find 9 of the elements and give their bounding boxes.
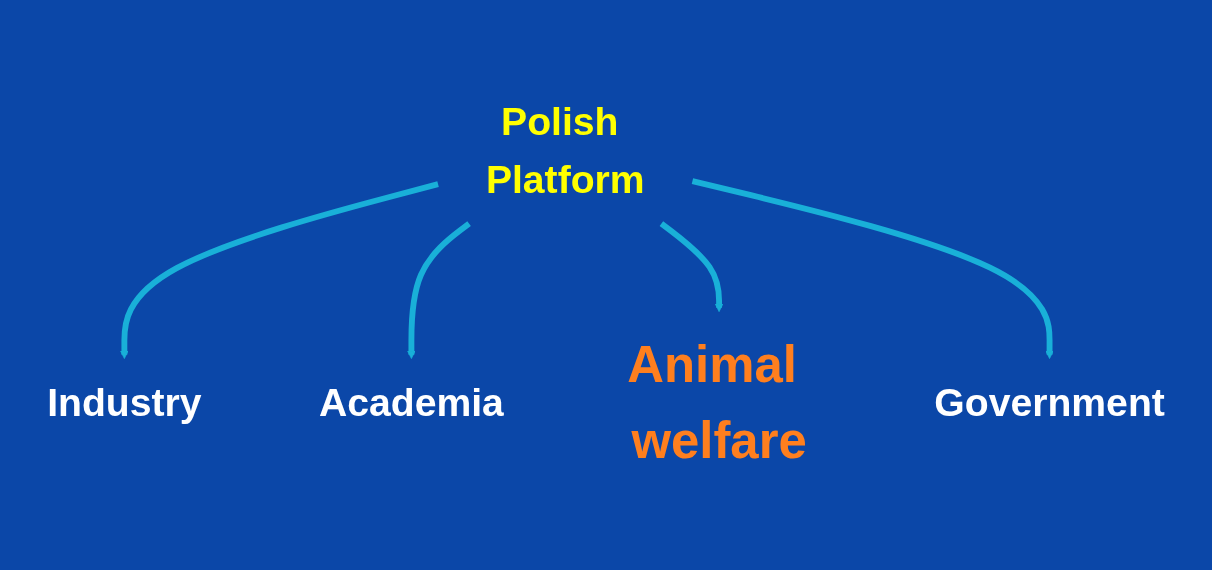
arrow: [120, 181, 439, 359]
arrow: [691, 177, 1054, 359]
node-text: Industry: [47, 380, 202, 424]
node-text: Academia: [318, 380, 504, 424]
node-text: Government: [934, 380, 1165, 424]
node-text: Polish Platform: [485, 99, 645, 201]
arrow: [407, 221, 471, 359]
arrow: [659, 221, 724, 312]
node-text: Animal welfare: [627, 335, 807, 469]
